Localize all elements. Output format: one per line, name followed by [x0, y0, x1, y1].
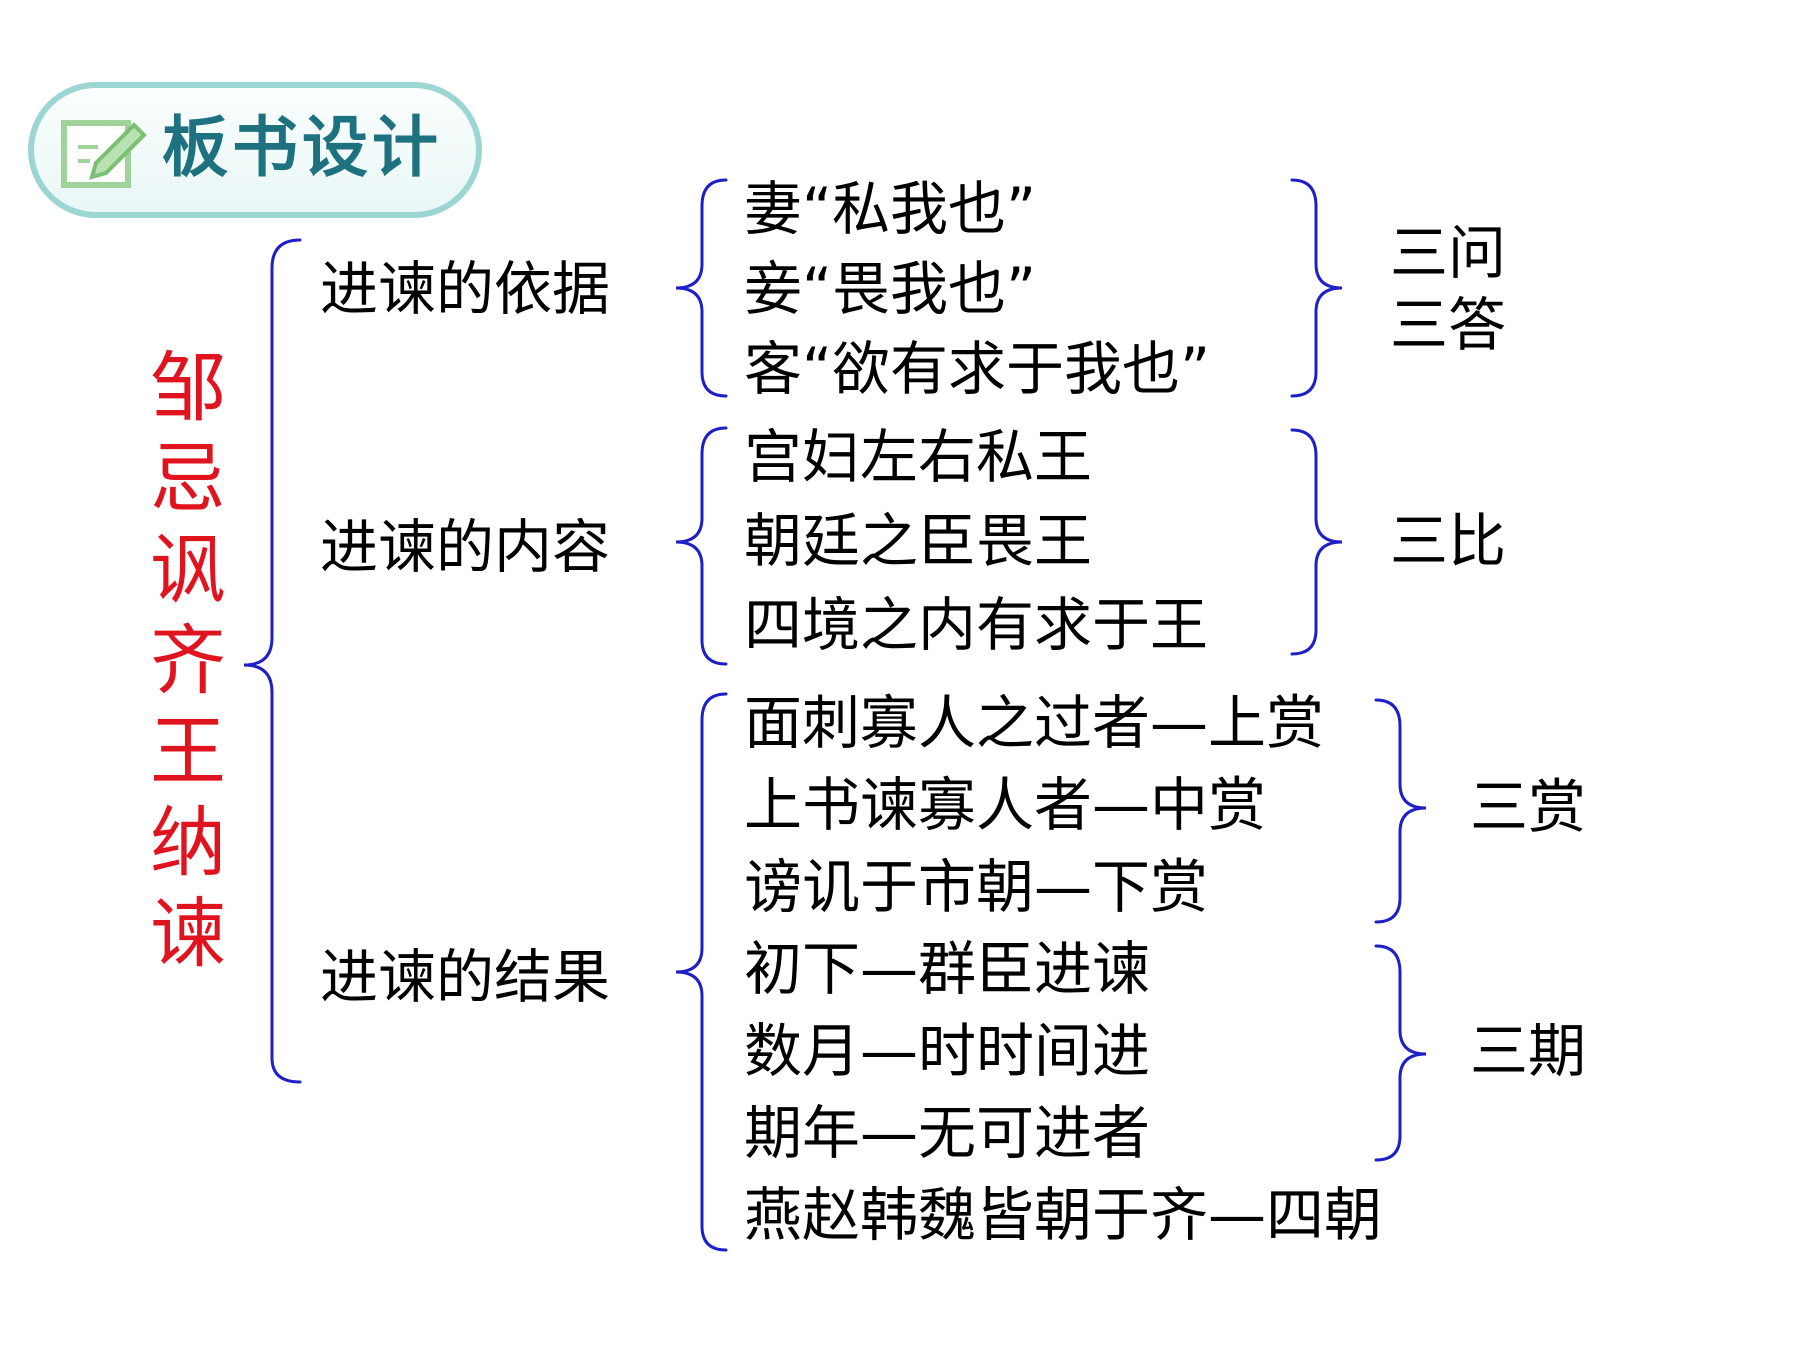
- section-2-brace: [675, 426, 728, 666]
- title-char: 齐: [150, 616, 226, 705]
- section-label: 进谏的依据: [320, 255, 611, 323]
- section-3-brace: [675, 692, 728, 1252]
- title-char: 邹: [150, 343, 226, 432]
- section-label: 进谏的结果: [320, 943, 611, 1011]
- list-item: 宫妇左右私王: [744, 423, 1093, 491]
- list-item: 四境之内有求于王: [744, 591, 1209, 659]
- summary-label: 三赏: [1470, 773, 1587, 841]
- list-item: 上书谏寡人者—中赏: [744, 771, 1267, 839]
- list-item: 期年—无可进者: [744, 1099, 1151, 1167]
- title-char: 忌: [150, 434, 226, 523]
- title-char: 王: [150, 707, 226, 796]
- list-item: 面刺寡人之过者—上赏: [744, 689, 1325, 757]
- list-item: 朝廷之臣畏王: [744, 507, 1093, 575]
- summary-label: 三问: [1390, 219, 1507, 287]
- main-brace: [243, 238, 302, 1084]
- title-char: 纳: [150, 798, 226, 887]
- list-item: 客“欲有求于我也”: [744, 335, 1211, 403]
- main-title: 邹 忌 讽 齐 王 纳 谏: [148, 342, 228, 979]
- title-char: 谏: [150, 889, 226, 978]
- section-3-rewards-brace: [1374, 698, 1427, 924]
- section-2-summary-brace: [1290, 428, 1343, 656]
- list-item: 燕赵韩魏皆朝于齐—四朝: [744, 1181, 1383, 1249]
- list-item: 妻“私我也”: [744, 175, 1037, 243]
- list-item: 初下—群臣进谏: [744, 935, 1151, 1003]
- list-item: 数月—时时间进: [744, 1017, 1151, 1085]
- list-item: 妾“畏我也”: [744, 255, 1037, 323]
- section-3-periods-brace: [1374, 944, 1427, 1162]
- title-char: 讽: [150, 525, 226, 614]
- section-label: 进谏的内容: [320, 513, 611, 581]
- section-1-brace: [675, 178, 728, 398]
- header-title: 板书设计: [162, 109, 442, 186]
- summary-label: 三答: [1390, 291, 1507, 359]
- edit-note-icon: [61, 120, 147, 188]
- section-1-summary-brace: [1290, 178, 1343, 398]
- list-item: 谤讥于市朝—下赏: [744, 853, 1209, 921]
- summary-label: 三比: [1390, 507, 1507, 575]
- summary-label: 三期: [1470, 1017, 1587, 1085]
